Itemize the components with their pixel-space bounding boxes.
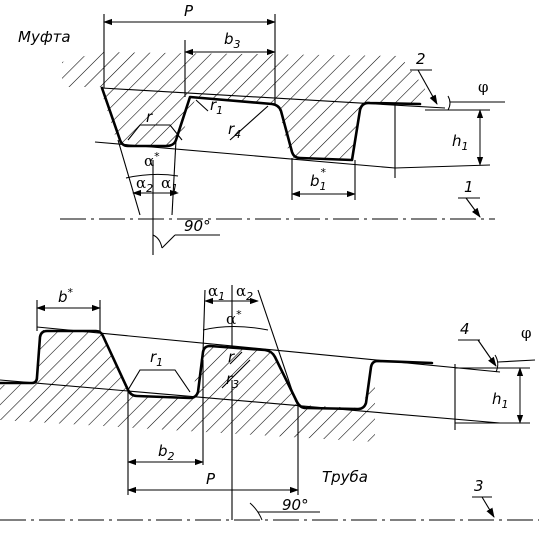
- radius-r-label: r: [146, 108, 153, 126]
- r1-leader: [195, 99, 209, 112]
- callout-2-leader: [417, 69, 438, 105]
- coupling-root-line: [94, 141, 396, 169]
- angle-90-leader-top: [161, 234, 176, 249]
- pipe-label: Труба: [322, 468, 368, 486]
- dimension-b3-label: b3: [224, 30, 241, 51]
- angle-90-label-bottom: 90°: [282, 496, 309, 514]
- dimension-h1-label-bottom: h1: [492, 390, 509, 411]
- alpha-flank-right-bottom: [257, 289, 297, 403]
- angle-90-label: 90°: [184, 217, 211, 235]
- callout-4-leader: [477, 339, 497, 367]
- pipe-thread-profile: [0, 329, 434, 411]
- r4-leader: [229, 105, 269, 141]
- radius-r3-label-bottom: r3: [226, 370, 239, 391]
- angle-alpha-star-label-bottom: α*: [226, 308, 242, 328]
- r3-leader: [221, 359, 251, 389]
- dimension-h1-label: h1: [452, 132, 469, 153]
- pipe-root-line: [0, 379, 501, 424]
- radius-r1-label: r1: [210, 96, 223, 117]
- callout-1-label: 1: [464, 178, 474, 196]
- radius-r-label-bottom: r: [228, 348, 235, 366]
- phi-arc-bottom: [494, 354, 499, 373]
- r-leader: [229, 351, 243, 365]
- alpha-star-arc: [125, 173, 179, 179]
- callout-3-leader: [481, 496, 495, 518]
- angle-phi-label-bottom: φ: [521, 324, 532, 342]
- angle-alpha2-label: α2: [136, 174, 153, 195]
- bottom-view: Труба b* α1 α2 α* r1 r r3 b2 P 90° h1 φ …: [0, 282, 539, 521]
- coupling-crest-line: [101, 87, 446, 109]
- radius-r-mark: [127, 124, 183, 141]
- angle-phi-label: φ: [478, 78, 489, 96]
- dimension-b1-star-label: b1*: [310, 166, 327, 193]
- angle-alpha-star-label: α*: [144, 150, 160, 170]
- dimension-b-star-label: b*: [58, 286, 74, 306]
- alpha-star-arc-bottom: [202, 326, 269, 331]
- alpha-flank-right: [171, 139, 177, 216]
- dimension-p-label: P: [184, 2, 194, 20]
- radius-r4-label: r4: [228, 120, 241, 141]
- angle-alpha1-label: α1: [161, 174, 178, 195]
- angle-alpha2-label-bottom: α2: [236, 282, 253, 303]
- coupling-label: Муфта: [18, 28, 71, 46]
- alpha-flank-left-bottom: [202, 289, 206, 353]
- callout-2-label: 2: [416, 50, 426, 68]
- angle-90-arc-bottom: [249, 502, 263, 521]
- callout-3-label: 3: [474, 477, 484, 495]
- dimension-p-label-bottom: P: [206, 470, 216, 488]
- phi-leader-bottom: [497, 359, 536, 363]
- dimension-b2-label: b2: [158, 442, 175, 463]
- radius-r1-label-bottom: r1: [150, 348, 163, 369]
- pipe-crest-line: [36, 326, 501, 373]
- radius-r1-mark: [127, 369, 191, 393]
- angle-90-arc-top: [152, 234, 163, 249]
- phi-arc: [447, 95, 451, 111]
- top-view: Муфта P b3 r r1 r4 α* α2 α1 90° b1* h1 φ…: [18, 2, 505, 255]
- coupling-thread-profile: [100, 86, 422, 162]
- callout-4-label: 4: [460, 320, 470, 338]
- callout-1-leader: [465, 197, 481, 218]
- h1-ext-bottom: [394, 164, 491, 169]
- coupling-hatch: [62, 52, 425, 160]
- angle-alpha1-label-bottom: α1: [208, 282, 225, 303]
